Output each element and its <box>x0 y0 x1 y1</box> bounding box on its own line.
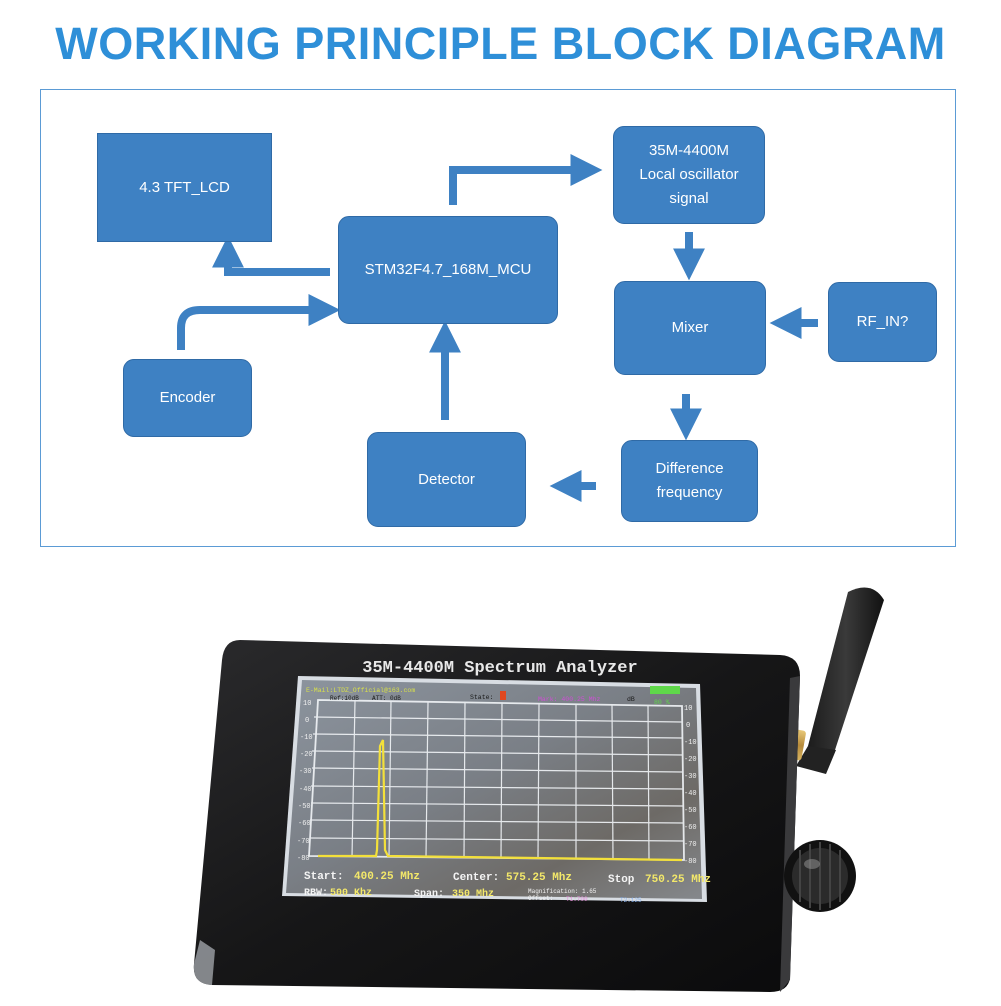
y-tick-left: 10 <box>303 700 311 708</box>
device-label: 35M-4400M Spectrum Analyzer <box>362 659 637 678</box>
block-rf-in: RF_IN? <box>828 282 937 362</box>
encoder-knob <box>784 840 856 912</box>
block-lo-line-2: Local oscillator <box>639 166 739 183</box>
y-tick-right: -10 <box>684 739 697 747</box>
y-tick-left: -10 <box>300 734 313 742</box>
diagram-title: WORKING PRINCIPLE BLOCK DIAGRAM <box>55 18 946 69</box>
block-diff-line-1: Difference <box>655 460 724 477</box>
rbw-value: 500 Khz <box>330 887 372 899</box>
y-tick-right: -80 <box>684 858 697 866</box>
screen-state: State: <box>470 694 493 701</box>
offset-label: Offset: <box>528 895 553 902</box>
battery-indicator <box>650 686 680 694</box>
block-difference-frequency: Difference frequency <box>621 440 758 522</box>
y-tick-left: -40 <box>299 786 312 794</box>
block-mixer: Mixer <box>614 281 766 375</box>
start-value: 400.25 Mhz <box>354 871 420 883</box>
block-local-oscillator: 35M-4400M Local oscillator signal <box>613 126 765 224</box>
stop-value: 750.25 Mhz <box>645 874 711 886</box>
device-photo: 35M-4400M Spectrum Analyzer <box>0 560 1001 1001</box>
signal-peak <box>318 739 683 862</box>
y-tick-left: -80 <box>297 855 310 863</box>
arrow-encoder-to-mcu <box>177 294 341 350</box>
block-lcd-label: 4.3 TFT_LCD <box>139 178 230 196</box>
y-tick-left: -20 <box>300 751 313 759</box>
y-tick-left: -70 <box>297 838 310 846</box>
block-lcd: 4.3 TFT_LCD <box>97 133 272 242</box>
t1-value: T1:700 <box>566 896 588 903</box>
y-tick-right: -20 <box>684 756 697 764</box>
block-mcu-label: STM32F4.7_168M_MCU <box>364 261 532 278</box>
screen-mark: Mark: 400.25 Mhz <box>538 696 601 703</box>
arrow-mcu-to-lo <box>449 154 603 205</box>
rbw-label: RBW: <box>304 888 328 899</box>
y-tick-right: -60 <box>684 824 697 832</box>
block-encoder-label: Encoder <box>159 389 216 406</box>
center-label: Center: <box>453 872 499 884</box>
y-tick-left: 0 <box>305 717 309 725</box>
y-tick-right: -50 <box>684 807 697 815</box>
screen-ref: Ref:10dB <box>330 695 359 702</box>
y-tick-left: -50 <box>298 803 311 811</box>
t2-value: T2:125 <box>620 897 642 904</box>
device-screen: E-Mail:LTDZ_Official@163.com Ref:10dB AT… <box>282 676 711 904</box>
y-tick-left: -60 <box>298 820 311 828</box>
block-lo-line-1: 35M-4400M <box>648 142 730 159</box>
span-value: 350 Mhz <box>452 888 494 900</box>
y-tick-right: -70 <box>684 841 697 849</box>
block-detector: Detector <box>367 432 526 527</box>
block-rf-in-label: RF_IN? <box>856 313 909 330</box>
y-tick-right: -40 <box>684 790 697 798</box>
block-diff-line-2: frequency <box>656 484 723 501</box>
screen-battery: 80 % <box>654 699 670 706</box>
center-value: 575.25 Mhz <box>506 872 572 884</box>
state-indicator <box>500 691 506 700</box>
stop-label: Stop <box>608 874 635 886</box>
block-mcu: STM32F4.7_168M_MCU <box>338 216 558 324</box>
block-encoder: Encoder <box>123 359 252 437</box>
span-label: Span: <box>414 889 444 900</box>
arrow-mcu-to-lcd <box>212 235 330 276</box>
start-label: Start: <box>304 871 344 883</box>
screen-email: E-Mail:LTDZ_Official@163.com <box>306 687 415 694</box>
y-tick-left: -30 <box>299 768 312 776</box>
block-mixer-label: Mixer <box>671 319 709 336</box>
spectrum-grid <box>308 699 685 861</box>
screen-db: dB <box>627 696 635 703</box>
device-illustration: 35M-4400M Spectrum Analyzer <box>193 587 884 992</box>
y-tick-right: -30 <box>684 773 697 781</box>
block-detector-label: Detector <box>418 470 475 488</box>
y-tick-right: 0 <box>686 722 690 730</box>
diagram-arrows <box>177 154 818 502</box>
block-lo-line-3: signal <box>669 190 709 207</box>
magnification: Magnification: 1.65 <box>528 888 597 895</box>
y-tick-right: 10 <box>684 705 692 713</box>
screen-att: ATT: 0dB <box>372 695 401 702</box>
diagram-frame <box>40 89 956 547</box>
